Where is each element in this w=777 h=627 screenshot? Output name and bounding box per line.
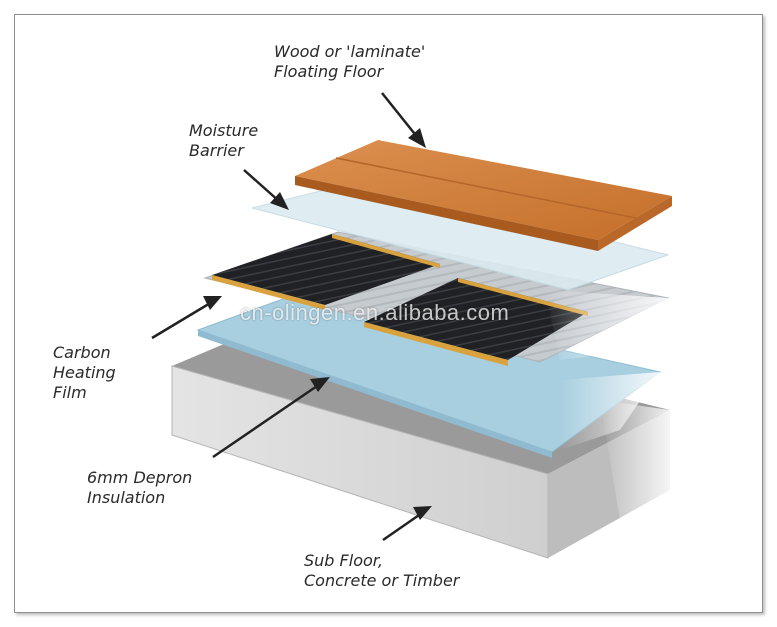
label-carbon-line3: Film: [53, 383, 87, 402]
label-carbon-line1: Carbon: [53, 343, 111, 362]
label-depron-line2: Insulation: [87, 488, 166, 507]
label-depron-line1: 6mm Depron: [87, 468, 193, 487]
watermark: cn-olingen.en.alibaba.com: [240, 300, 510, 325]
arrow-floor: [381, 92, 426, 148]
film-fade: [545, 290, 668, 360]
arrow-subfloor: [382, 506, 432, 542]
label-subfloor-line2: Concrete or Timber: [304, 571, 460, 590]
arrow-carbon: [151, 296, 222, 340]
label-carbon-line2: Heating: [53, 363, 116, 382]
label-floor-line2: Floating Floor: [274, 62, 384, 81]
label-subfloor-line1: Sub Floor,: [304, 551, 383, 570]
label-moisture-line2: Barrier: [189, 141, 244, 160]
arrow-moisture: [243, 169, 289, 210]
arrow-depron: [212, 377, 330, 459]
insulation-layer: [196, 291, 662, 458]
label-floor-line1: Wood or 'laminate': [274, 42, 426, 61]
carbon-strip-left: [212, 234, 440, 310]
label-moisture-line1: Moisture: [189, 121, 259, 140]
wood-floor-boards: [295, 140, 672, 251]
